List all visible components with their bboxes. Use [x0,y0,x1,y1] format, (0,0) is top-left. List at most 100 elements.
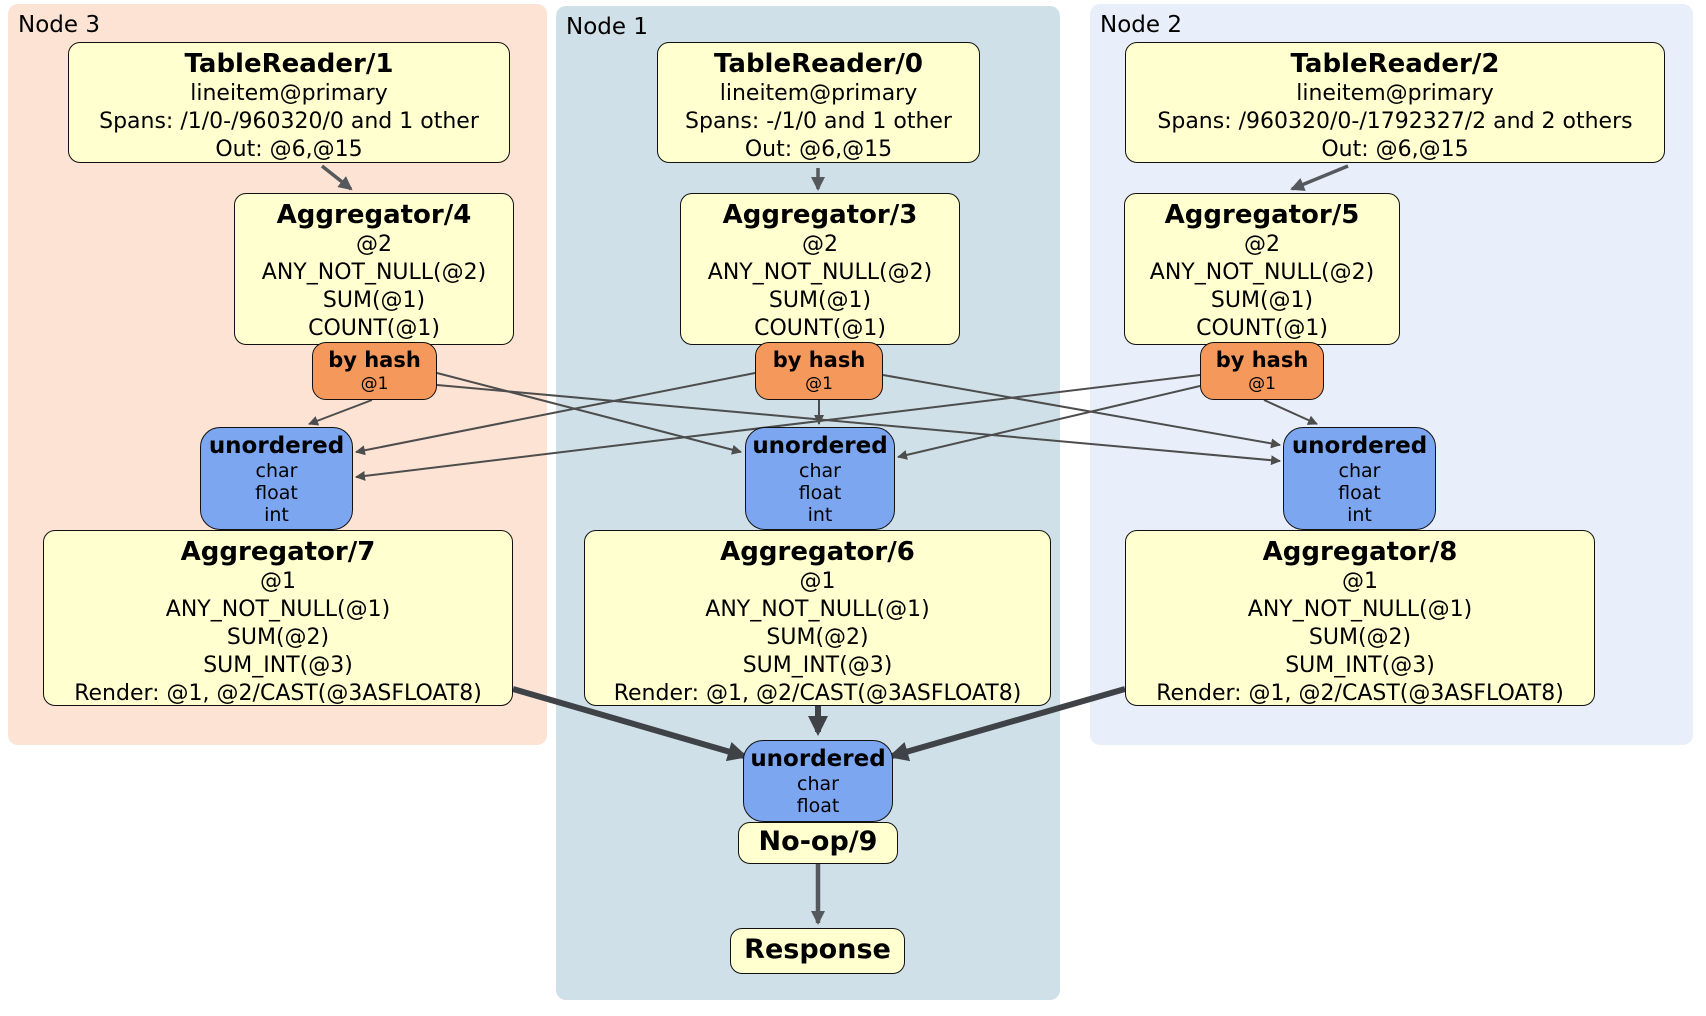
unordered-sync-6: unordered char float int [745,427,895,530]
edge-hash5-sync7 [355,374,1201,481]
tablereader-0-box: TableReader/0 lineitem@primary Spans: -/… [657,42,980,163]
edge-hash4-sync6 [436,372,742,455]
router-line: @1 [360,374,389,394]
box-line: Spans: /960320/0-/1792327/2 and 2 others [1157,109,1633,134]
no-op-box: No-op/9 [738,822,898,864]
sync-line: int [807,504,833,526]
box-line: lineitem@primary [719,81,918,106]
unordered-sync-7: unordered char float int [200,427,353,530]
box-title: Aggregator/5 [1164,200,1360,230]
aggregator-5-box: Aggregator/5 @2 ANY_NOT_NULL(@2) SUM(@1)… [1124,193,1400,345]
box-line: Spans: /1/0-/960320/0 and 1 other [99,109,479,134]
sync-title: unordered [208,433,345,459]
node-3-label: Node 3 [18,12,100,38]
box-title: Response [744,934,891,965]
response-box: Response [730,928,905,974]
box-title: No-op/9 [758,826,878,857]
box-line: @1 [1342,569,1378,594]
edge-hash5-sync6 [897,385,1201,460]
box-line: ANY_NOT_NULL(@2) [707,260,933,285]
tablereader-1-box: TableReader/1 lineitem@primary Spans: /1… [68,42,510,163]
box-line: lineitem@primary [1296,81,1494,106]
router-line: @1 [805,374,833,394]
edge-hash3-sync8 [882,374,1281,449]
box-line: COUNT(@1) [1196,316,1328,341]
box-line: ANY_NOT_NULL(@1) [165,597,391,622]
box-line: SUM(@2) [766,625,869,650]
box-line: SUM(@1) [322,288,426,313]
box-line: SUM_INT(@3) [742,653,893,678]
node-2-label: Node 2 [1100,12,1182,38]
box-line: ANY_NOT_NULL(@1) [705,597,930,622]
box-line: SUM(@1) [1210,288,1314,313]
node-1-label: Node 1 [566,14,648,40]
box-line: SUM(@2) [226,625,330,650]
box-title: Aggregator/7 [180,537,376,567]
sync-line: char [799,460,841,482]
box-line: @1 [799,569,836,594]
box-title: Aggregator/6 [720,537,915,567]
sync-title: unordered [1291,433,1428,459]
edge-tablereader2-aggregator5 [1290,164,1349,191]
box-title: Aggregator/8 [1262,537,1458,567]
edge-hash3-sync7 [355,372,756,456]
edge-hash4-sync7 [308,399,373,426]
box-line: SUM_INT(@3) [203,653,353,678]
by-hash-router-3: by hash @1 [755,342,883,400]
sync-title: unordered [750,746,886,772]
router-title: by hash [328,348,421,372]
box-line: ANY_NOT_NULL(@2) [261,260,487,285]
sync-line: float [796,795,840,817]
box-line: COUNT(@1) [308,316,440,341]
router-title: by hash [1215,348,1309,372]
box-line: Render: @1, @2/CAST(@3ASFLOAT8) [613,681,1022,706]
box-title: TableReader/1 [184,49,394,79]
box-title: TableReader/0 [714,49,923,79]
aggregator-6-box: Aggregator/6 @1 ANY_NOT_NULL(@1) SUM(@2)… [584,530,1051,706]
box-title: TableReader/2 [1290,49,1500,79]
box-line: Spans: -/1/0 and 1 other [685,109,952,134]
sync-line: char [797,773,839,795]
box-line: Out: @6,@15 [215,137,363,162]
box-title: Aggregator/4 [276,200,472,230]
box-line: SUM(@2) [1308,625,1412,650]
unordered-sync-8: unordered char float int [1283,427,1436,530]
box-line: Out: @6,@15 [744,137,893,162]
sync-line: float [1338,482,1381,504]
sync-line: char [1338,460,1381,482]
sync-line: float [798,482,842,504]
box-line: @2 [1244,232,1280,257]
edge-hash4-sync8 [436,384,1281,466]
router-title: by hash [772,348,866,372]
box-line: ANY_NOT_NULL(@2) [1149,260,1375,285]
sync-line: int [264,504,289,526]
box-line: SUM_INT(@3) [1285,653,1435,678]
sync-title: unordered [752,433,888,459]
box-line: COUNT(@1) [754,316,886,341]
edge-aggregator7-finalsync [512,686,748,762]
aggregator-3-box: Aggregator/3 @2 ANY_NOT_NULL(@2) SUM(@1)… [680,193,960,345]
aggregator-4-box: Aggregator/4 @2 ANY_NOT_NULL(@2) SUM(@1)… [234,193,514,345]
edge-hash5-sync8 [1263,399,1318,425]
edge-aggregator8-finalsync [888,686,1126,762]
box-line: Render: @1, @2/CAST(@3ASFLOAT8) [74,681,482,706]
by-hash-router-4: by hash @1 [312,342,437,400]
box-line: SUM(@1) [768,288,872,313]
box-line: ANY_NOT_NULL(@1) [1247,597,1473,622]
aggregator-8-box: Aggregator/8 @1 ANY_NOT_NULL(@1) SUM(@2)… [1125,530,1595,706]
sync-line: char [255,460,298,482]
box-line: @2 [356,232,392,257]
box-line: Render: @1, @2/CAST(@3ASFLOAT8) [1156,681,1564,706]
sync-line: int [1347,504,1372,526]
router-line: @1 [1248,374,1276,394]
box-line: @2 [802,232,838,257]
box-line: lineitem@primary [190,81,388,106]
tablereader-2-box: TableReader/2 lineitem@primary Spans: /9… [1125,42,1665,163]
box-line: Out: @6,@15 [1321,137,1469,162]
box-title: Aggregator/3 [722,200,918,230]
by-hash-router-5: by hash @1 [1200,342,1324,400]
box-line: @1 [260,569,296,594]
unordered-final-sync: unordered char float [743,740,893,822]
